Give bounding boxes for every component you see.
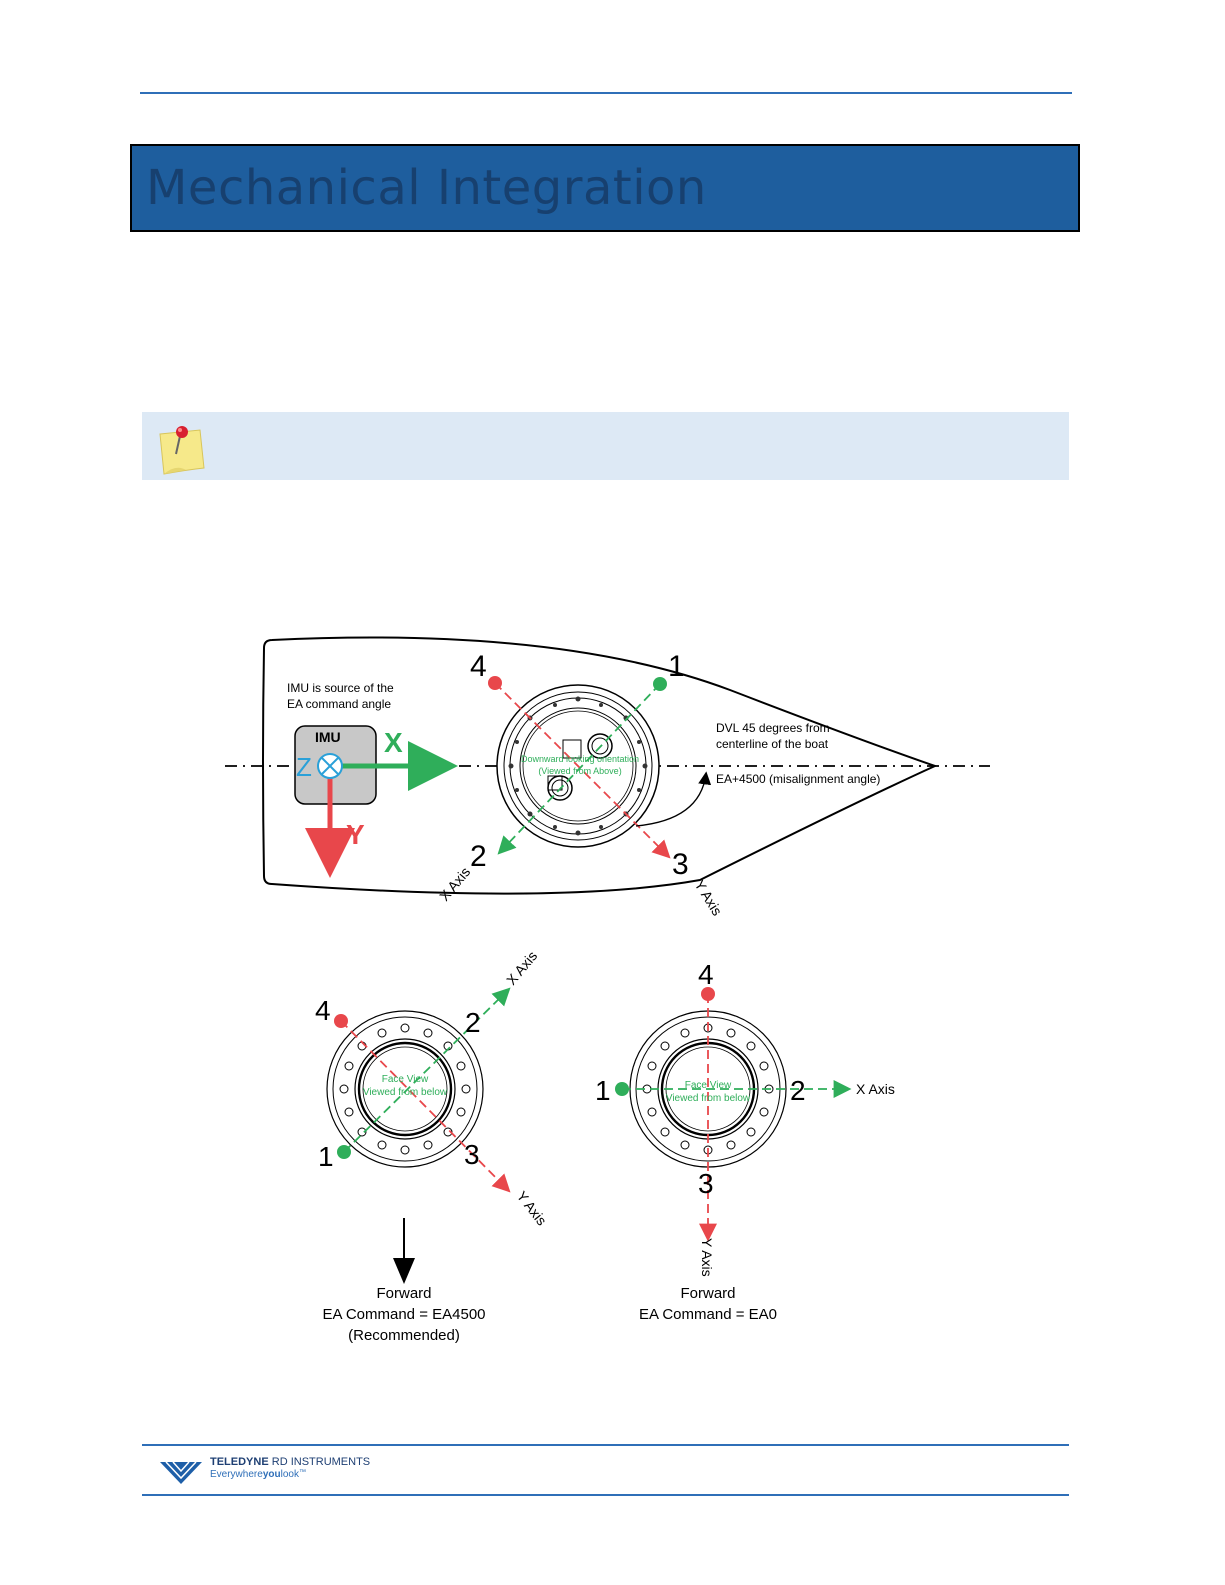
- boat-beam2-label: 2: [470, 840, 487, 873]
- boat-beam-red-axis: [494, 682, 671, 859]
- boat-x-axis-label: X Axis: [436, 864, 473, 904]
- note-box: [142, 412, 1069, 480]
- misalignment-arc: [635, 771, 712, 827]
- header-rule: [140, 92, 1072, 94]
- boat-center-line2: (Viewed from Above): [538, 766, 621, 776]
- left-face-line1: Face View: [382, 1074, 429, 1085]
- left-x-axis-label: X Axis: [503, 948, 540, 988]
- left-beam2-label: 2: [465, 1007, 481, 1038]
- right-face-line2: Viewed from below: [666, 1093, 751, 1104]
- boat-beam4-label: 4: [470, 650, 487, 683]
- footer-tagline-tm: ™: [298, 1469, 306, 1476]
- chapter-title: Mechanical Integration: [146, 160, 707, 216]
- left-beam4-label: 4: [315, 995, 331, 1026]
- boat-beam1-dot: [653, 677, 667, 691]
- boat-beam1-label: 1: [668, 650, 685, 683]
- right-x-axis-label: X Axis: [856, 1081, 895, 1097]
- teledyne-logo-icon: [160, 1461, 202, 1484]
- left-green-axis: [343, 987, 511, 1153]
- footer-logo: TELEDYNE RD INSTRUMENTS Everywhereyouloo…: [158, 1456, 378, 1486]
- right-beam1-label: 1: [595, 1075, 611, 1106]
- right-beam1-dot: [615, 1082, 629, 1096]
- misalignment-label: EA+4500 (misalignment angle): [716, 772, 880, 786]
- boat-y-axis-label: Y Axis: [691, 877, 725, 918]
- dvl-note-line2: centerline of the boat: [716, 737, 829, 751]
- left-red-axis: [340, 1020, 511, 1193]
- boat-center-line1: Downward looking orientation: [521, 754, 639, 764]
- imu-y-label: Y: [346, 819, 365, 850]
- footer-tagline-3: look: [280, 1469, 299, 1480]
- footer-brand: TELEDYNE: [210, 1456, 269, 1468]
- left-face-line2: Viewed from below: [363, 1087, 448, 1098]
- footer-tagline-2: you: [262, 1469, 281, 1480]
- imu-z-label: Z: [296, 752, 312, 782]
- left-beam3-label: 3: [464, 1139, 480, 1170]
- right-caption-forward: Forward: [680, 1285, 735, 1302]
- chapter-banner: Mechanical Integration: [130, 144, 1080, 232]
- right-face-line1: Face View: [685, 1080, 732, 1091]
- boat-beam-green-axis: [497, 683, 661, 855]
- sticky-note-pushpin-icon: [159, 426, 205, 475]
- footer-rule-top: [142, 1444, 1069, 1446]
- footer-brand-suffix: RD INSTRUMENTS: [271, 1456, 371, 1468]
- footer-tagline-1: Everywhere: [210, 1469, 263, 1480]
- right-beam2-label: 2: [790, 1075, 806, 1106]
- imu-x-label: X: [384, 727, 403, 758]
- left-y-axis-label: Y Axis: [514, 1188, 550, 1228]
- boat-outline: [262, 636, 938, 895]
- imu-note-line2: EA command angle: [287, 697, 391, 711]
- right-caption-command: EA Command = EA0: [639, 1306, 777, 1323]
- boat-beam4-dot: [488, 676, 502, 690]
- right-y-axis-label: Y Axis: [699, 1238, 715, 1277]
- left-beam1-label: 1: [318, 1141, 334, 1172]
- right-beam4-label: 4: [698, 959, 714, 990]
- left-beam1-dot: [337, 1145, 351, 1159]
- right-beam4-dot: [701, 987, 715, 1001]
- imu-label: IMU: [315, 729, 341, 745]
- footer-rule-bottom: [142, 1494, 1069, 1496]
- left-face-view: [326, 1010, 484, 1168]
- left-beam4-dot: [334, 1014, 348, 1028]
- right-beam3-label: 3: [698, 1168, 714, 1199]
- left-caption-command: EA Command = EA4500: [322, 1306, 485, 1323]
- left-caption-recommended: (Recommended): [348, 1327, 460, 1344]
- left-caption-forward: Forward: [376, 1285, 431, 1302]
- boat-beam3-label: 3: [672, 848, 689, 881]
- dvl-note-line1: DVL 45 degrees from: [716, 721, 830, 735]
- imu-note-line1: IMU is source of the: [287, 681, 394, 695]
- forward-arrow-head-icon: [393, 1258, 415, 1284]
